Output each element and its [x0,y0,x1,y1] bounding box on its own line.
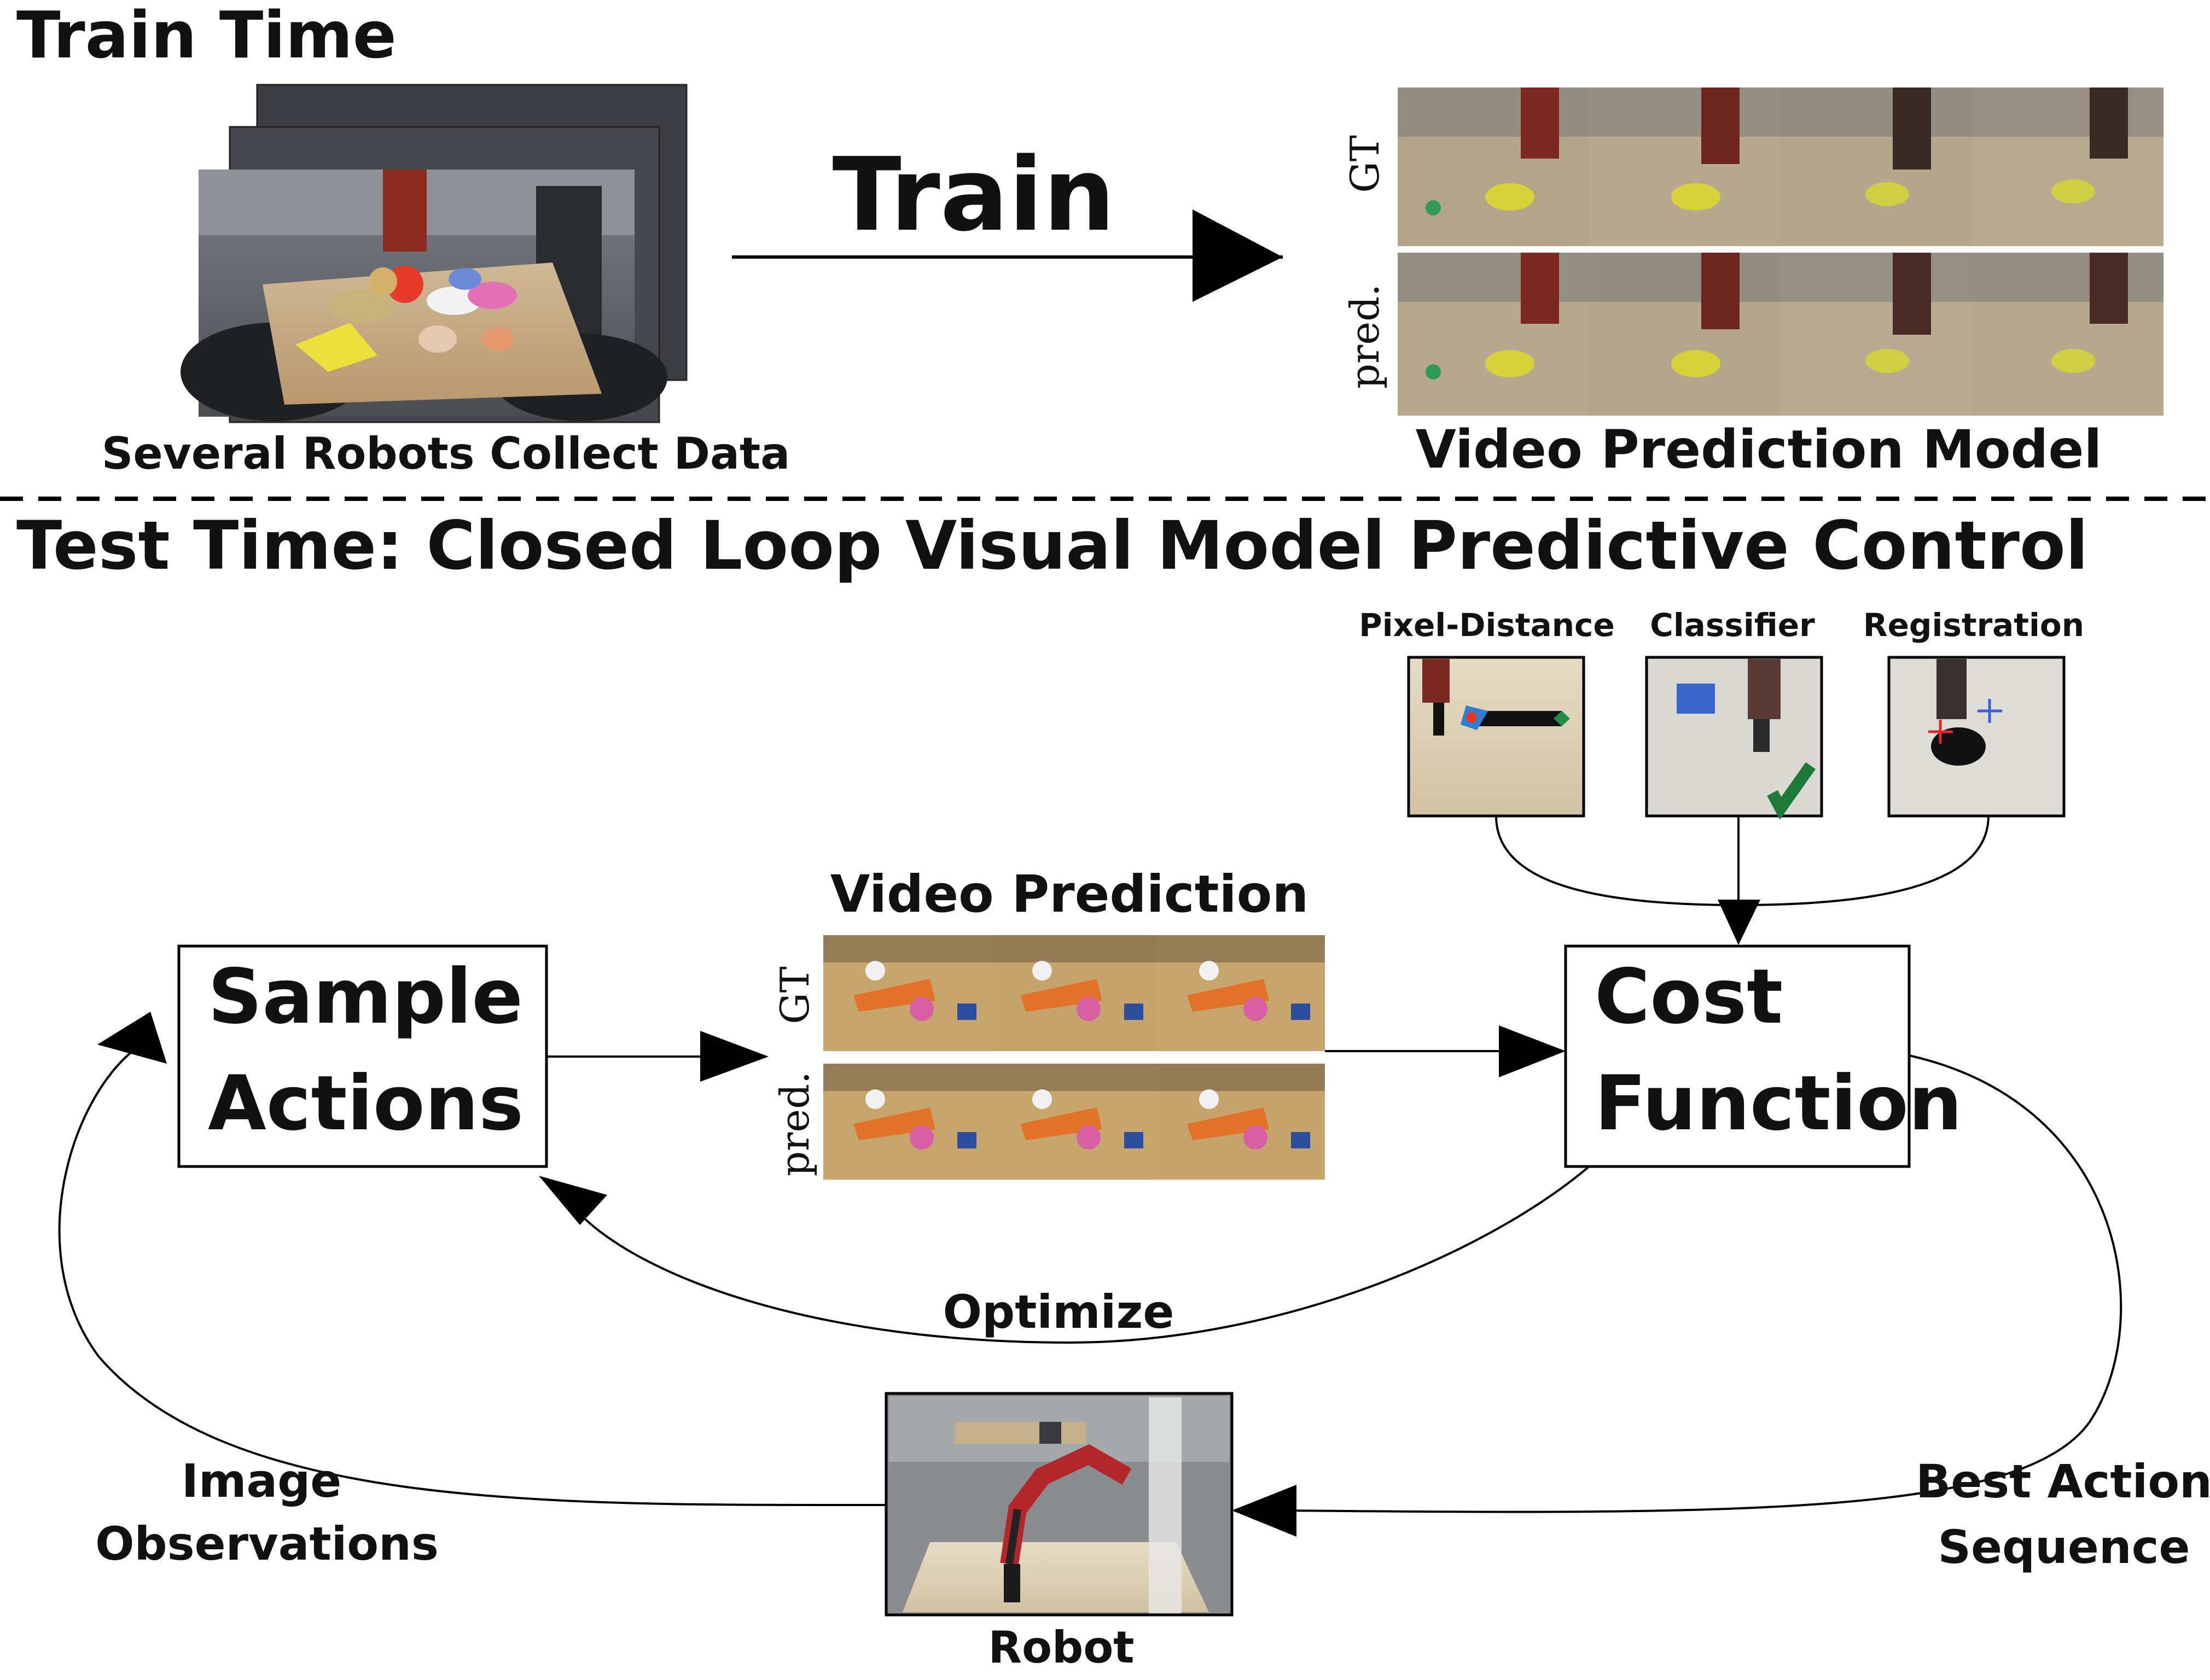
sample-to-prediction-arrowhead [700,1031,769,1082]
cost-function-line1: Cost [1595,953,1783,1041]
current-crosshair-icon [1928,720,1953,744]
cost-function-box: Cost Function [1564,944,1962,1168]
video-prediction-title: Video Prediction [830,865,1309,924]
optimize-label: Optimize [943,1285,1174,1339]
model-frame-details [1398,88,2164,380]
test-time-heading: Test Time: Closed Loop Visual Model Pred… [16,507,2089,585]
cost-options-merge-line [1495,815,1990,907]
image-observations-arrowhead [97,1012,167,1064]
loop-gt-label: GT [772,966,818,1024]
model-caption: Video Prediction Model [1416,419,2102,480]
registration-label: Registration [1863,606,2084,644]
target-crosshair-icon [1978,699,2002,723]
image-observations-curve [58,1049,887,1507]
checkmark-icon [1767,762,1816,820]
train-time-heading: Train Time [16,0,397,73]
train-arrowhead [1193,209,1283,302]
robot-data-photo-stack [181,84,688,423]
cost-function-line2: Function [1595,1059,1962,1147]
cost-input-arrowhead [1718,900,1760,945]
robot-label: Robot [988,1622,1134,1673]
robot-photo [885,1392,1234,1617]
pixel-distance-image [1407,656,1585,818]
train-arrow-label: Train [832,136,1115,254]
classifier-label: Classifier [1650,606,1815,644]
image-observations-line1: Image [182,1454,342,1508]
registration-image [1887,656,2066,818]
sample-actions-box: Sample Actions [177,944,548,1168]
model-gt-label: GT [1342,135,1388,193]
optimize-curve [579,1165,1590,1344]
optimize-arrowhead [539,1176,607,1225]
best-action-line1: Best Action [1916,1455,2210,1508]
robot-data-photo [181,170,667,421]
sample-actions-line1: Sample [208,953,523,1041]
model-pred-label: pred. [1342,284,1388,389]
prediction-to-cost-arrowhead [1499,1025,1566,1077]
loop-video-prediction-strips [823,935,1325,1180]
image-observations-line2: Observations [95,1517,439,1571]
robots-caption: Several Robots Collect Data [102,428,790,479]
best-action-line2: Sequence [1938,1520,2190,1574]
best-action-curve [1280,1054,2122,1513]
best-action-arrowhead [1232,1485,1296,1537]
loop-pred-label: pred. [772,1071,818,1176]
video-prediction-model-strips: GT pred. [1342,88,2164,416]
pixel-distance-label: Pixel-Distance [1359,606,1615,644]
sample-actions-line2: Actions [208,1059,524,1147]
classifier-image [1645,656,1823,820]
